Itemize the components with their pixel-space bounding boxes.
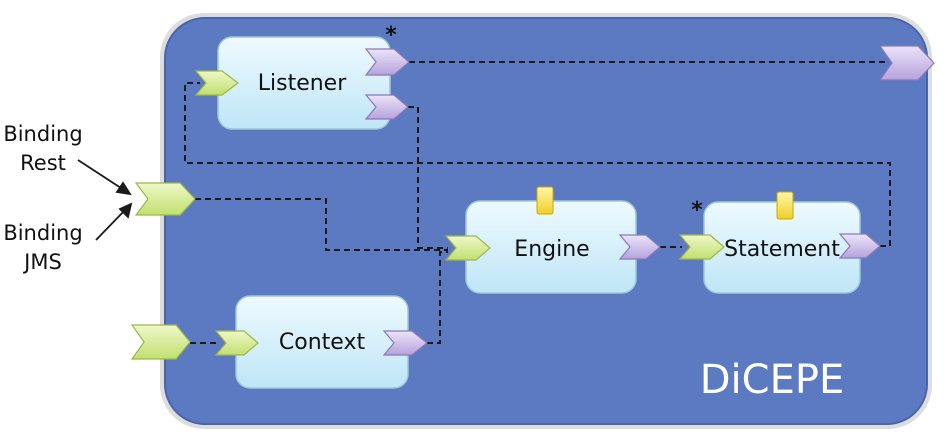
listener-out-multiplicity: * [385, 23, 397, 48]
context-service-icon [214, 330, 259, 356]
binding-arrows [77, 159, 133, 241]
composite-label: DiCEPE [700, 357, 845, 403]
component-engine[interactable]: Engine [465, 200, 637, 294]
external-labels: Binding Rest Binding JMS [3, 122, 82, 274]
component-context-label: Context [279, 330, 366, 355]
statement-service-icon [678, 234, 725, 260]
statement-reference-icon [838, 233, 881, 259]
listener-reference-out-icon [364, 48, 410, 76]
binding-jms-label-line2: JMS [22, 250, 62, 274]
component-statement-label: Statement [724, 237, 840, 262]
wire-statement-to-listener [184, 82, 891, 247]
composite-binding-service-icon [134, 182, 196, 216]
component-listener[interactable]: Listener [217, 36, 391, 130]
component-listener-label: Listener [258, 71, 347, 96]
engine-property-icon [536, 186, 554, 215]
component-engine-label: Engine [514, 237, 589, 262]
composite-context-service-icon [130, 324, 191, 360]
wire-binding-service-to-engine [195, 198, 448, 251]
references [364, 45, 935, 356]
component-statement[interactable]: Statement [703, 201, 861, 294]
services [130, 70, 725, 360]
wires [184, 61, 891, 344]
binding-rest-label-line1: Binding [3, 122, 82, 146]
wire-listener-ref-to-engine [408, 106, 448, 249]
engine-reference-icon [618, 234, 661, 260]
listener-reference-engine-icon [364, 94, 409, 120]
statement-property-icon [776, 191, 794, 220]
context-reference-icon [382, 330, 428, 356]
composite-reference-out-icon [878, 45, 935, 81]
listener-service-icon [194, 70, 239, 96]
binding-rest-label-line2: Rest [20, 151, 66, 175]
statement-in-multiplicity: * [691, 198, 703, 223]
binding-jms-label-line1: Binding [3, 221, 82, 245]
component-context[interactable]: Context [235, 295, 409, 389]
engine-service-icon [444, 235, 491, 261]
